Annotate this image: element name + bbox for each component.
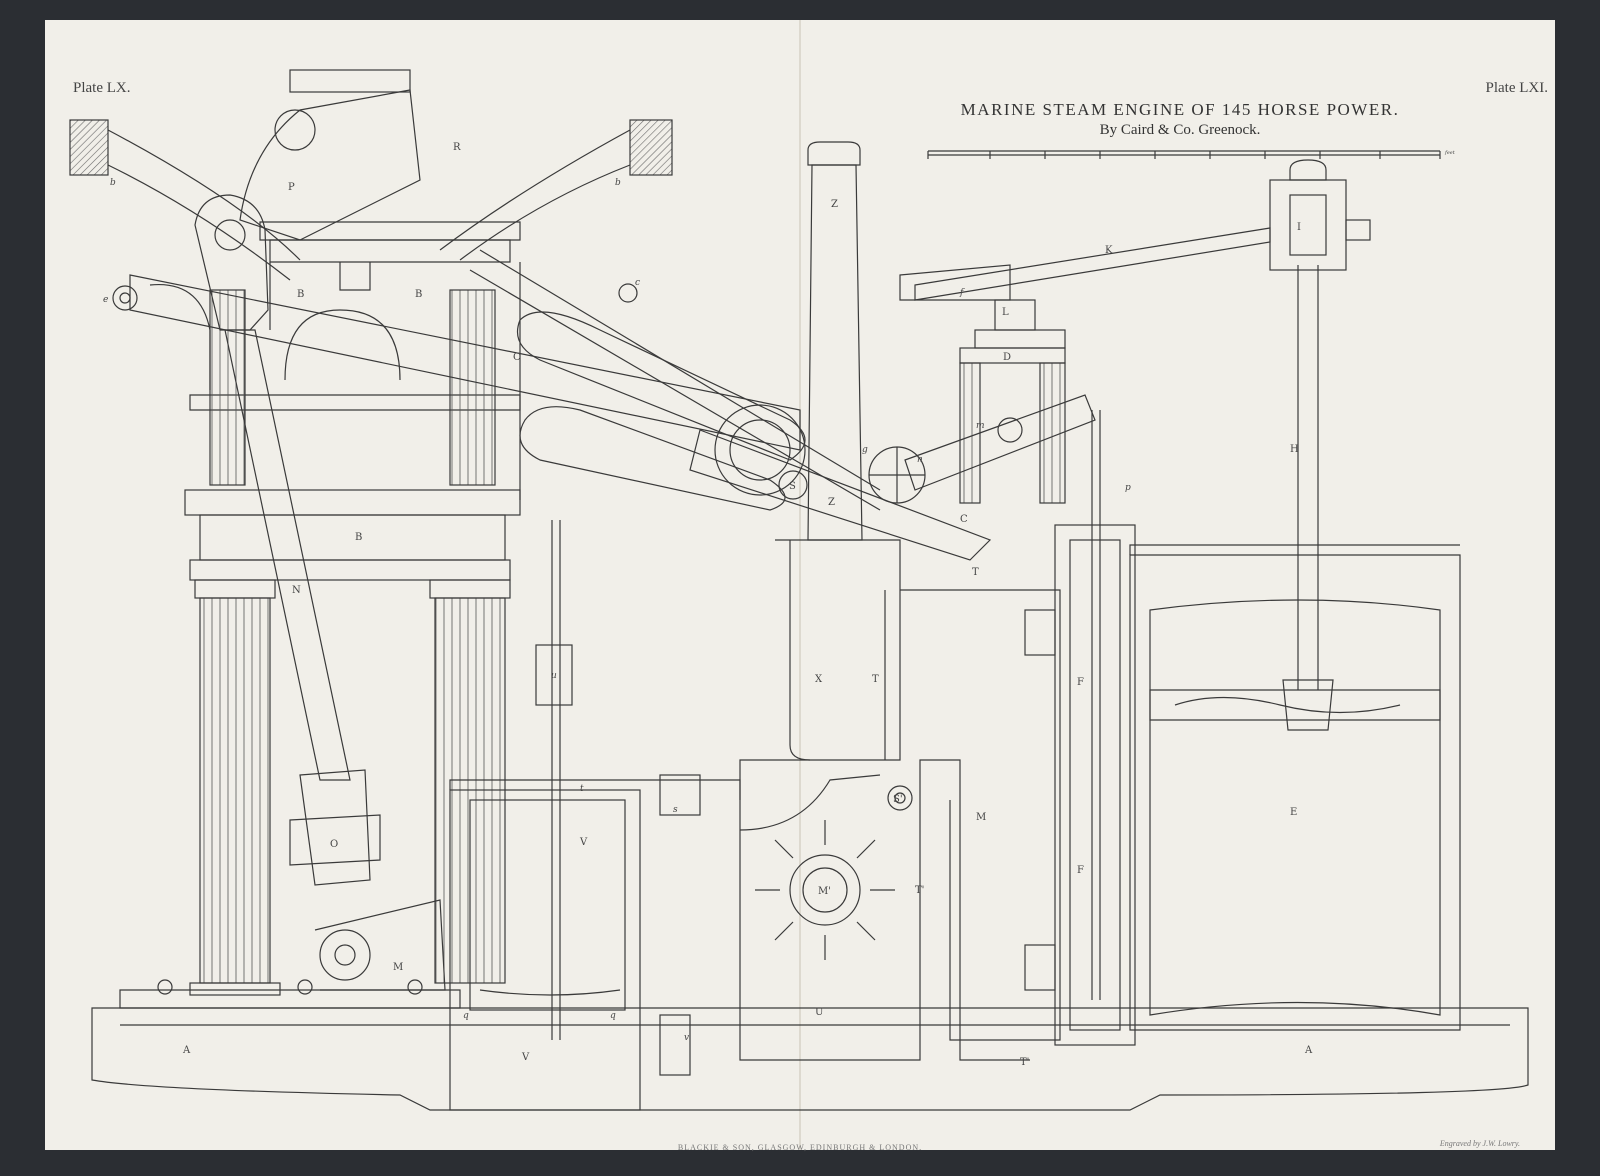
valve-frame-D [959,299,1066,504]
label-p: p [1125,483,1131,493]
label-A-right: A [1304,1045,1313,1056]
label-g: g [862,445,868,455]
frame-arms [107,129,631,281]
label-Z-2: Z [828,497,835,508]
crank-bearing-M [314,899,446,991]
label-V-2: V [521,1052,530,1063]
pump-rod-u [535,520,573,1040]
label-O: O [330,839,338,850]
label-N: N [292,585,301,596]
slide-valve-F [1024,410,1136,1046]
label-s: s [673,805,678,815]
label-H: H [1290,444,1299,455]
plate-subtitle: By Caird & Co. Greenock. [1099,122,1261,138]
label-C-2: C [960,514,968,525]
valve-Sp [887,785,913,811]
label-B-1: B [297,289,304,300]
upper-column-left [209,289,246,486]
label-m: m [976,421,985,431]
beam-pin-c [618,283,638,303]
label-B-3: B [355,532,362,543]
label-M-2: M [976,812,986,823]
valve-gear [778,394,1096,504]
label-B-2: B [415,289,422,300]
beam-end-right [629,119,673,176]
crosshead-I [1269,159,1371,271]
label-c: c [635,278,640,288]
connecting-rod-N [194,194,381,886]
beam-end-left [69,119,109,176]
scale-bar [927,150,1441,159]
label-A-left: A [182,1045,191,1056]
engraver-credit: Engraved by J.W. Lowry. [1439,1139,1520,1148]
label-E: E [1290,807,1297,818]
piston-rod-H [1282,265,1334,731]
label-X: X [815,674,823,685]
condenser-casing [739,539,1061,1061]
label-F-1: F [1077,677,1084,688]
label-T1-2: T' [1020,1057,1029,1068]
publisher-imprint: BLACKIE & SON, GLASGOW, EDINBURGH & LOND… [677,1143,923,1152]
label-T-1: T [972,567,979,578]
label-q-1: q [463,1011,469,1021]
label-R: R [453,142,461,153]
crank-P [239,69,421,241]
label-u: u [551,671,557,681]
cylinder-E [1129,544,1461,1031]
label-U: U [815,1007,823,1018]
beam-gudgeon [714,404,806,496]
lower-column-left [189,579,281,996]
beam-pivot-left [112,285,138,311]
label-D: D [1003,352,1011,363]
label-M-1: M [393,962,403,973]
label-e: e [103,295,108,305]
label-t: t [580,784,584,794]
label-b-right: b [615,178,621,188]
plate-label-left: Plate LX. [73,80,131,96]
label-T1-1: T' [915,885,924,896]
feed-pump-V [449,779,741,1111]
valve-box-s [659,774,701,816]
label-b-left: b [110,178,116,188]
label-Mp: M' [818,886,831,897]
label-V-1: V [579,837,588,848]
label-C-1: C [513,352,521,363]
bolt [407,979,423,995]
label-scale-unit: feet [1444,150,1456,156]
label-q-2: q [610,1011,616,1021]
label-I: I [1297,222,1301,233]
label-K: K [1105,245,1113,256]
bolt [157,979,173,995]
upper-column-right [449,289,496,486]
label-F-2: F [1077,865,1084,876]
bolt [297,979,313,995]
air-pump-bucket-Mp [755,820,895,960]
label-v: v [684,1033,689,1043]
plate-label-right: Plate LXI. [1485,80,1548,96]
plate-title: MARINE STEAM ENGINE OF 145 HORSE POWER. [960,100,1400,119]
label-S: S [789,481,796,492]
label-T-2: T [872,674,879,685]
label-Z-1: Z [831,199,838,210]
label-P: P [288,182,295,193]
valve-box-v [659,1014,691,1076]
label-Sp: S' [893,794,903,805]
label-f: f [959,288,965,298]
label-L: L [1002,307,1009,318]
label-n: n [917,455,923,465]
